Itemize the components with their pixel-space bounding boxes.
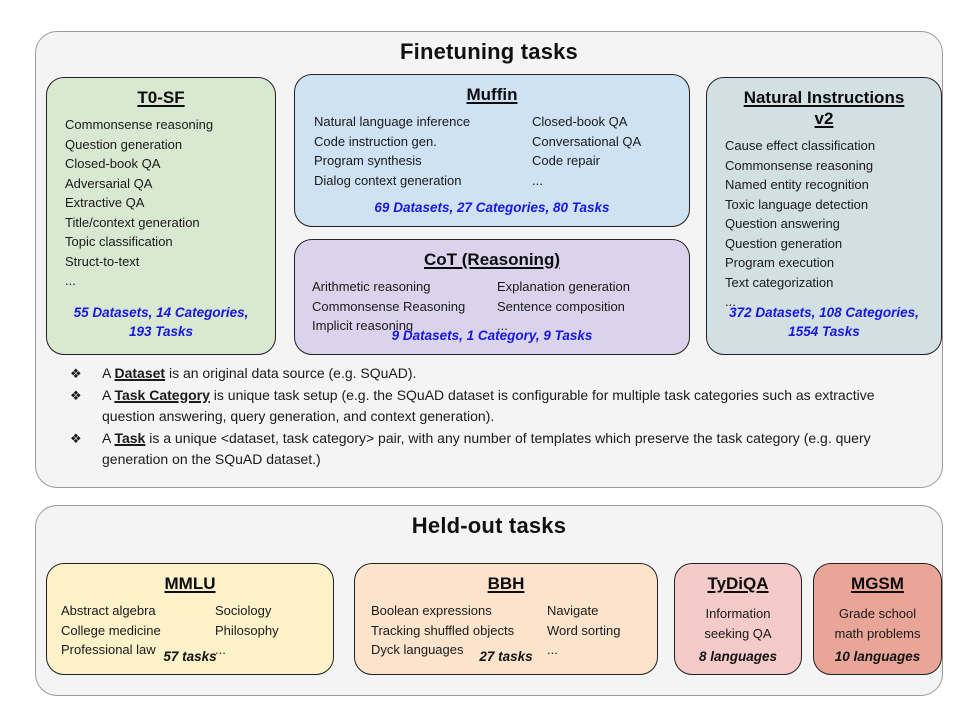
task-item: Navigate xyxy=(547,603,599,618)
diamond-bullet-icon: ❖ xyxy=(70,366,82,381)
niv2-box: Natural Instructions v2 Cause effect cla… xyxy=(706,77,942,355)
definitions-list: ❖ A Dataset is an original data source (… xyxy=(66,363,924,471)
task-item: ... xyxy=(725,294,736,309)
definition-text: A Task Category is unique task setup (e.… xyxy=(102,387,875,424)
bbh-items: Boolean expressions Tracking shuffled ob… xyxy=(355,601,657,660)
heldout-title: Held-out tasks xyxy=(411,513,567,538)
task-item: Cause effect classification xyxy=(725,138,876,153)
finetuning-section: Finetuning tasks T0-SF Commonsense reaso… xyxy=(35,31,943,488)
task-item: Grade school xyxy=(838,606,917,621)
cot-items: Arithmetic reasoning Commonsense Reasoni… xyxy=(295,277,689,336)
task-item: math problems xyxy=(834,625,921,641)
mmlu-items: Abstract algebra College medicine Profes… xyxy=(47,601,333,660)
mgsm-title: MGSM xyxy=(851,574,904,593)
t0sf-items: Commonsense reasoning Question generatio… xyxy=(47,115,275,291)
task-item: Word sorting xyxy=(547,622,621,638)
t0sf-stats: 55 Datasets, 14 Categories, 193 Tasks xyxy=(73,305,249,339)
tydiqa-title: TyDiQA xyxy=(707,574,769,593)
definition-term: Dataset xyxy=(114,365,166,381)
niv2-title: Natural Instructions v2 xyxy=(743,88,905,128)
task-item: Conversational QA xyxy=(532,133,642,149)
task-item: Closed-book QA xyxy=(65,156,161,171)
task-item: Information xyxy=(705,606,771,621)
task-item: ... xyxy=(547,642,558,657)
task-item: Program execution xyxy=(725,255,835,270)
task-item: Commonsense reasoning xyxy=(65,117,214,132)
task-item: Arithmetic reasoning xyxy=(312,279,431,294)
mgsm-stats: 10 languages xyxy=(834,649,921,664)
task-item: Implicit reasoning xyxy=(312,318,414,333)
task-item: seeking QA xyxy=(704,625,772,641)
task-item: College medicine xyxy=(61,622,161,638)
task-item: Explanation generation xyxy=(497,279,630,294)
task-item: ... xyxy=(497,318,508,333)
task-item: Title/context generation xyxy=(65,214,200,230)
diamond-bullet-icon: ❖ xyxy=(70,388,82,403)
muffin-box: Muffin Natural language inference Code i… xyxy=(294,74,690,227)
task-item: Question generation xyxy=(65,136,183,152)
cot-title: CoT (Reasoning) xyxy=(424,250,560,269)
task-item: Professional law xyxy=(61,642,156,657)
cot-stats: 9 Datasets, 1 Category, 9 Tasks xyxy=(391,328,593,343)
task-item: Named entity recognition xyxy=(725,177,869,192)
task-item: Abstract algebra xyxy=(61,603,156,618)
task-item: Commonsense Reasoning xyxy=(312,298,466,314)
muffin-stats: 69 Datasets, 27 Categories, 80 Tasks xyxy=(374,200,610,215)
definition-text: A Dataset is an original data source (e.… xyxy=(102,365,417,381)
bbh-stats: 27 tasks xyxy=(479,649,533,664)
task-item: Struct-to-text xyxy=(65,253,140,269)
task-item: Tracking shuffled objects xyxy=(371,622,515,638)
niv2-stats: 372 Datasets, 108 Categories, 1554 Tasks xyxy=(729,305,919,339)
diamond-bullet-icon: ❖ xyxy=(70,431,82,446)
definition-note: ❖ A Task is a unique <dataset, task cate… xyxy=(66,428,924,470)
tydiqa-box: TyDiQA Information seeking QA 8 language… xyxy=(674,563,802,675)
mgsm-items: Grade school math problems xyxy=(814,604,941,643)
task-item: Topic classification xyxy=(65,234,173,249)
task-item: Dialog context generation xyxy=(314,172,462,188)
task-item: Extractive QA xyxy=(65,195,145,210)
mmlu-title: MMLU xyxy=(164,574,216,593)
task-item: Code repair xyxy=(532,153,600,168)
task-item: Question generation xyxy=(725,235,843,251)
task-item: Commonsense reasoning xyxy=(725,157,874,173)
task-item: Dyck languages xyxy=(371,642,464,657)
task-item: ... xyxy=(215,642,226,657)
task-item: Sociology xyxy=(215,603,272,618)
task-item: Code instruction gen. xyxy=(314,133,437,149)
task-item: Toxic language detection xyxy=(725,196,869,212)
task-item: ... xyxy=(65,273,76,288)
mgsm-box: MGSM Grade school math problems 10 langu… xyxy=(813,563,942,675)
t0sf-title: T0-SF xyxy=(137,88,185,107)
task-item: ... xyxy=(532,172,543,188)
task-item: Natural language inference xyxy=(314,114,471,129)
mmlu-box: MMLU Abstract algebra College medicine P… xyxy=(46,563,334,675)
niv2-items: Cause effect classification Commonsense … xyxy=(707,136,941,312)
task-item: Question answering xyxy=(725,216,840,231)
finetuning-title: Finetuning tasks xyxy=(400,39,578,64)
task-item: Program synthesis xyxy=(314,153,422,168)
task-item: Sentence composition xyxy=(497,298,625,314)
tydiqa-items: Information seeking QA xyxy=(675,604,801,643)
cot-box: CoT (Reasoning) Arithmetic reasoning Com… xyxy=(294,239,690,355)
task-item: Philosophy xyxy=(215,622,279,638)
definition-term: Task xyxy=(114,430,146,446)
task-item: Text categorization xyxy=(725,274,834,290)
tydiqa-stats: 8 languages xyxy=(698,649,778,664)
muffin-items: Natural language inference Code instruct… xyxy=(295,112,689,190)
definition-text: A Task is a unique <dataset, task catego… xyxy=(102,430,871,467)
mmlu-stats: 57 tasks xyxy=(163,649,217,664)
t0sf-box: T0-SF Commonsense reasoning Question gen… xyxy=(46,77,276,355)
bbh-title: BBH xyxy=(487,574,525,593)
task-item: Adversarial QA xyxy=(65,175,153,191)
definition-note: ❖ A Dataset is an original data source (… xyxy=(66,363,924,384)
heldout-section: Held-out tasks MMLU Abstract algebra Col… xyxy=(35,505,943,696)
definition-term: Task Category xyxy=(114,387,210,403)
muffin-title: Muffin xyxy=(466,85,518,104)
task-item: Closed-book QA xyxy=(532,114,628,129)
task-item: Boolean expressions xyxy=(371,603,492,618)
definition-note: ❖ A Task Category is unique task setup (… xyxy=(66,385,924,427)
bbh-box: BBH Boolean expressions Tracking shuffle… xyxy=(354,563,658,675)
